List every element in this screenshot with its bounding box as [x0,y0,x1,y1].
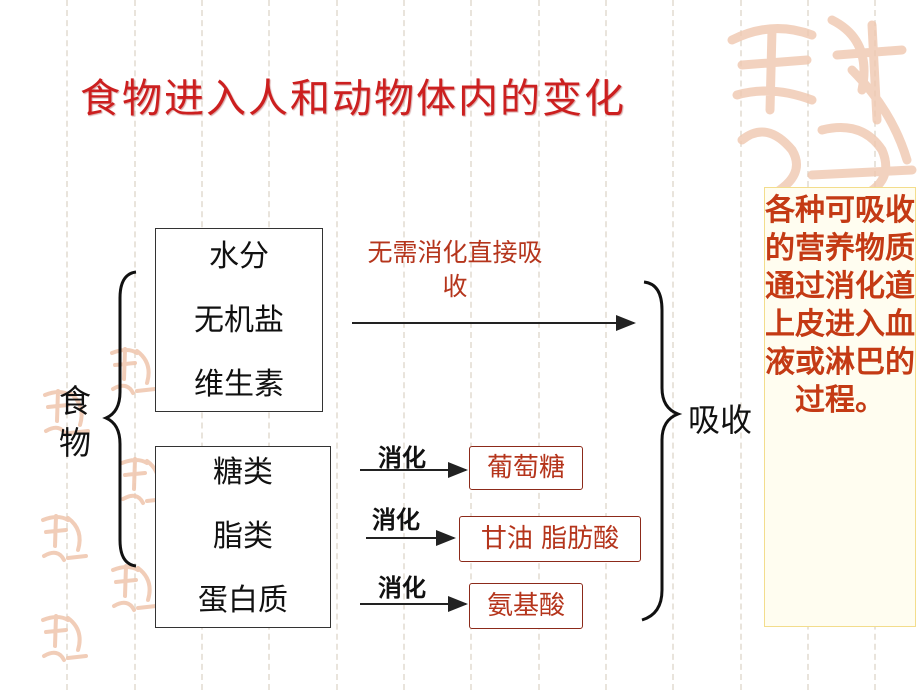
nutrient-carbohydrates: 糖类 [213,455,273,490]
digestion-label-1: 消化 [378,444,426,472]
digestion-label-3: 消化 [378,574,426,602]
nutrient-vitamins: 维生素 [194,367,284,402]
absorption-label: 吸收 [688,401,753,439]
nutrient-lipids: 脂类 [213,519,273,554]
right-brace [641,280,683,622]
direct-nutrient-box: 水分 无机盐 维生素 [155,228,323,412]
digestion-label-2: 消化 [372,506,420,534]
seal-watermark-small-2 [43,389,90,437]
nutrient-protein: 蛋白质 [198,583,288,618]
product-glycerol-fatty-acid: 甘油 脂肪酸 [459,516,641,562]
seal-watermark-small-1 [110,347,157,395]
definition-note: 各种可吸收的营养物质通过消化道上皮进入血液或淋巴的过程。 [764,187,916,627]
seal-watermark-small-4 [41,514,88,562]
product-glucose: 葡萄糖 [469,446,583,490]
left-brace [102,270,137,568]
product-amino-acid: 氨基酸 [469,583,583,629]
digest-nutrient-box: 糖类 脂类 蛋白质 [155,446,331,628]
nutrient-water: 水分 [209,239,269,274]
page-title: 食物进入人和动物体内的变化 [80,76,626,122]
definition-text: 各种可吸收的营养物质通过消化道上皮进入血液或淋巴的过程。 [765,193,915,418]
nutrient-minerals: 无机盐 [194,303,284,338]
direct-absorption-label: 无需消化直接吸收 [367,238,543,301]
seal-watermark-small-5 [111,564,158,612]
seal-watermark-small-6 [41,614,88,662]
food-label: 食物 [58,382,91,462]
